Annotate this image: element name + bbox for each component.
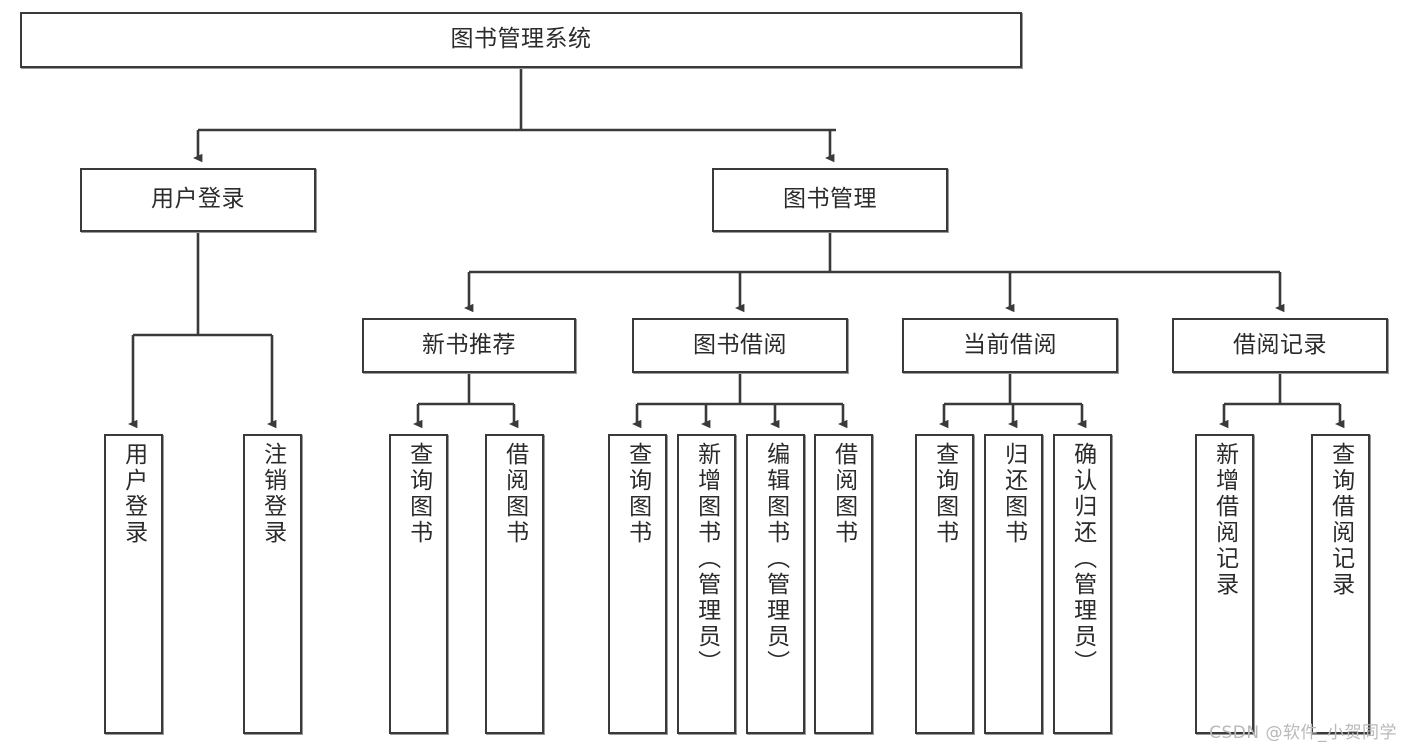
node-user-login-label: 用户登录 [151, 186, 245, 213]
leaf-user-login-1-label: 用户登录 [120, 442, 147, 546]
node-book-borrow-label: 图书借阅 [693, 331, 787, 358]
csdn-watermark: CSDN @软件_小贺同学 [1209, 723, 1397, 743]
leaf-new-book-rec-2[interactable]: 借阅图书 [485, 434, 544, 734]
node-book-manage-label: 图书管理 [783, 186, 877, 213]
leaf-current-borrow-3[interactable]: 确认归还（管理员） [1053, 434, 1112, 734]
leaf-current-borrow-1[interactable]: 查询图书 [915, 434, 974, 734]
leaf-user-login-2[interactable]: 注销登录 [243, 434, 302, 734]
leaf-book-borrow-3[interactable]: 编辑图书（管理员） [746, 434, 805, 734]
node-user-login[interactable]: 用户登录 [80, 168, 316, 232]
leaf-book-borrow-4-label: 借阅图书 [830, 442, 857, 546]
node-current-borrow[interactable]: 当前借阅 [902, 318, 1118, 373]
leaf-current-borrow-1-label: 查询图书 [931, 442, 958, 546]
leaf-new-book-rec-2-label: 借阅图书 [501, 442, 528, 546]
leaf-book-borrow-2[interactable]: 新增图书（管理员） [677, 434, 736, 734]
leaf-new-book-rec-1[interactable]: 查询图书 [389, 434, 448, 734]
node-book-borrow[interactable]: 图书借阅 [632, 318, 848, 373]
leaf-book-borrow-4[interactable]: 借阅图书 [814, 434, 873, 734]
node-current-borrow-label: 当前借阅 [963, 331, 1057, 358]
leaf-borrow-record-2[interactable]: 查询借阅记录 [1311, 434, 1370, 734]
leaf-current-borrow-3-label: 确认归还（管理员） [1069, 442, 1096, 676]
leaf-borrow-record-1-label: 新增借阅记录 [1211, 442, 1238, 598]
node-borrow-record-label: 借阅记录 [1233, 331, 1327, 358]
node-borrow-record[interactable]: 借阅记录 [1172, 318, 1388, 373]
node-new-book-rec-label: 新书推荐 [422, 331, 516, 358]
node-root-label: 图书管理系统 [450, 26, 592, 53]
leaf-book-borrow-3-label: 编辑图书（管理员） [762, 442, 789, 676]
node-new-book-rec[interactable]: 新书推荐 [362, 318, 576, 373]
node-book-manage[interactable]: 图书管理 [712, 168, 948, 232]
leaf-book-borrow-1[interactable]: 查询图书 [608, 434, 667, 734]
node-root[interactable]: 图书管理系统 [20, 12, 1022, 68]
leaf-current-borrow-2[interactable]: 归还图书 [984, 434, 1043, 734]
leaf-new-book-rec-1-label: 查询图书 [405, 442, 432, 546]
leaf-borrow-record-2-label: 查询借阅记录 [1327, 442, 1354, 598]
leaf-user-login-1[interactable]: 用户登录 [104, 434, 163, 734]
leaf-book-borrow-2-label: 新增图书（管理员） [693, 442, 720, 676]
leaf-current-borrow-2-label: 归还图书 [1000, 442, 1027, 546]
leaf-book-borrow-1-label: 查询图书 [624, 442, 651, 546]
leaf-user-login-2-label: 注销登录 [259, 442, 286, 546]
leaf-borrow-record-1[interactable]: 新增借阅记录 [1195, 434, 1254, 734]
